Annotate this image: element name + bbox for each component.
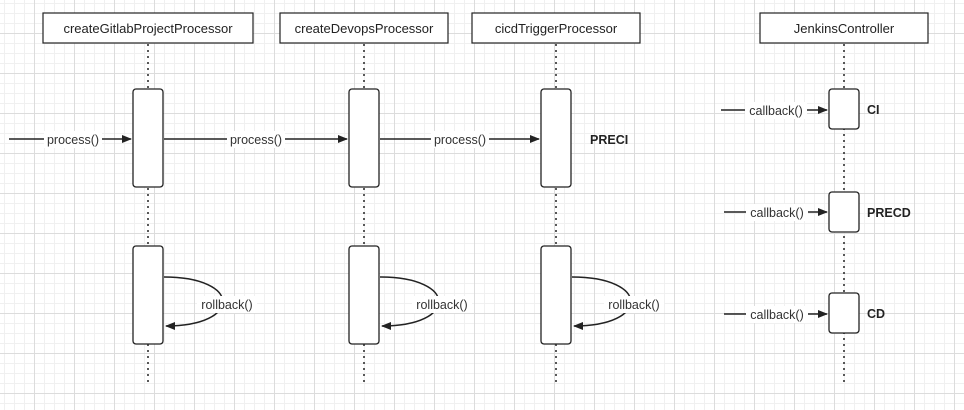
message-label-rollback-1: rollback() bbox=[201, 298, 252, 312]
participant-jenkins: JenkinsController bbox=[759, 12, 929, 44]
activation-gitlab-rollback bbox=[132, 245, 164, 345]
participant-gitlab: createGitlabProjectProcessor bbox=[42, 12, 254, 44]
message-label-rollback-2: rollback() bbox=[416, 298, 467, 312]
participant-devops: createDevopsProcessor bbox=[279, 12, 449, 44]
participant-cicd-label: cicdTriggerProcessor bbox=[495, 21, 618, 36]
activation-jenkins-cd bbox=[828, 292, 860, 334]
activation-gitlab-process bbox=[132, 88, 164, 188]
activation-devops-process bbox=[348, 88, 380, 188]
activation-jenkins-ci bbox=[828, 88, 860, 130]
state-label-ci: CI bbox=[867, 103, 880, 117]
activation-cicd-rollback bbox=[540, 245, 572, 345]
participant-gitlab-label: createGitlabProjectProcessor bbox=[63, 21, 233, 36]
message-label-process-1: process() bbox=[47, 133, 99, 147]
message-label-callback-ci: callback() bbox=[749, 104, 803, 118]
participant-jenkins-label: JenkinsController bbox=[794, 21, 895, 36]
state-label-precd: PRECD bbox=[867, 206, 911, 220]
state-label-preci: PRECI bbox=[590, 133, 628, 147]
activation-cicd-process bbox=[540, 88, 572, 188]
activation-devops-rollback bbox=[348, 245, 380, 345]
message-label-rollback-3: rollback() bbox=[608, 298, 659, 312]
message-label-process-2: process() bbox=[230, 133, 282, 147]
message-label-process-3: process() bbox=[434, 133, 486, 147]
activation-jenkins-precd bbox=[828, 191, 860, 233]
participant-cicd: cicdTriggerProcessor bbox=[471, 12, 641, 44]
participant-devops-label: createDevopsProcessor bbox=[295, 21, 434, 36]
message-label-callback-precd: callback() bbox=[750, 206, 804, 220]
state-label-cd: CD bbox=[867, 307, 885, 321]
message-label-callback-cd: callback() bbox=[750, 308, 804, 322]
